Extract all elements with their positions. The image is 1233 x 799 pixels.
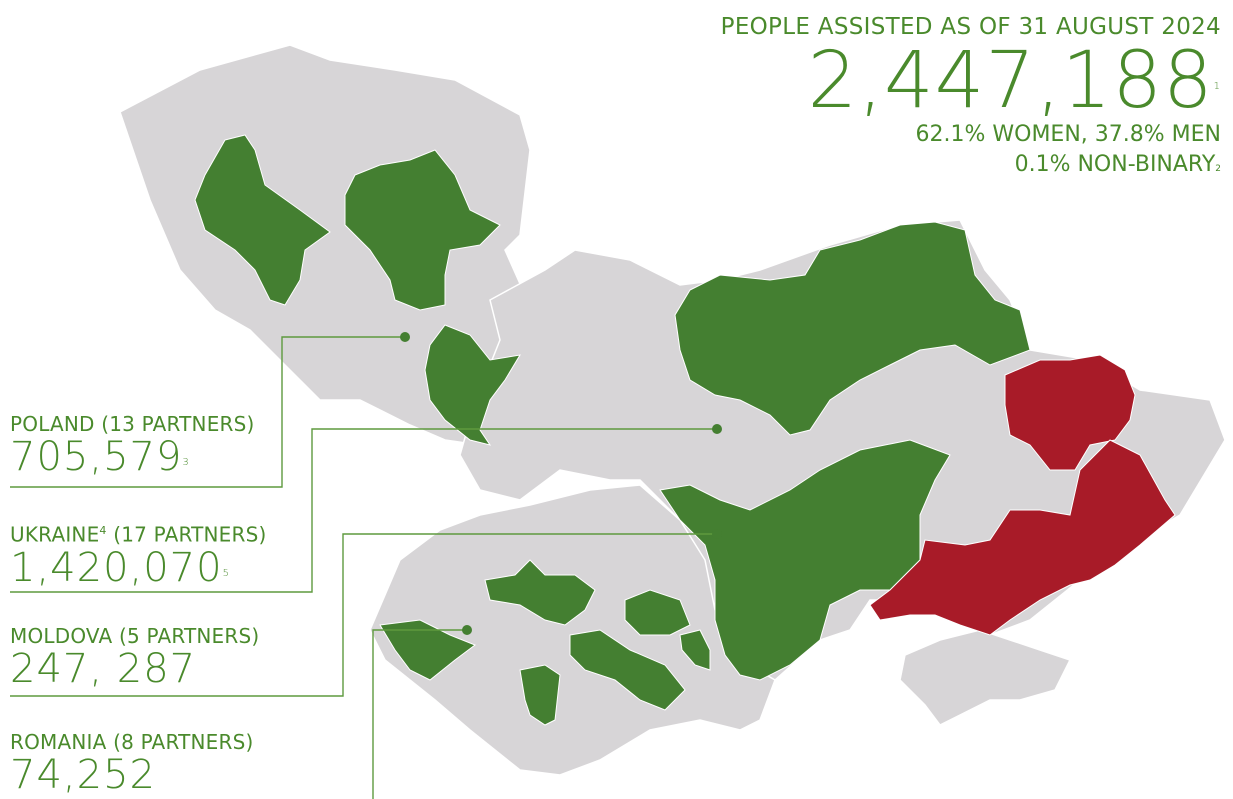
stat-romania-name: ROMANIA — [10, 730, 107, 754]
moldova-marker — [712, 529, 722, 539]
romania-leader-line — [372, 629, 467, 799]
gender-line-2-text: 0.1% NON-BINARY — [1014, 152, 1216, 177]
stat-romania-label: ROMANIA (8 PARTNERS) — [10, 730, 254, 754]
stat-moldova: MOLDOVA (5 PARTNERS) 247, 287 — [10, 624, 259, 690]
headline-label: PEOPLE ASSISTED AS OF 31 AUGUST 2024 — [720, 14, 1221, 40]
stat-poland-label: POLAND (13 PARTNERS) — [10, 412, 255, 436]
headline-block: PEOPLE ASSISTED AS OF 31 AUGUST 2024 2,4… — [721, 12, 1221, 180]
stat-ukraine-label: UKRAINE4 (17 PARTNERS) — [10, 519, 267, 547]
stat-moldova-label: MOLDOVA (5 PARTNERS) — [10, 624, 259, 648]
stat-ukraine: UKRAINE4 (17 PARTNERS) 1,420,0705 — [10, 519, 267, 589]
stat-moldova-partners: (5 PARTNERS) — [118, 624, 260, 648]
stat-poland-number: 705,579 — [10, 434, 183, 480]
stat-romania-value: 74,252 — [10, 752, 156, 798]
total-assisted-value: 2,447,188 — [807, 36, 1214, 126]
stat-poland-partners: (13 PARTNERS) — [101, 412, 255, 436]
romania-region-south — [519, 664, 561, 726]
stat-moldova-name: MOLDOVA — [10, 624, 113, 648]
stat-romania-partners: (8 PARTNERS) — [113, 730, 254, 754]
stat-ukraine-name: UKRAINE — [10, 522, 100, 547]
ukraine-leader-line — [10, 428, 717, 593]
total-footnote: 1 — [1213, 81, 1221, 92]
crimea-shape — [899, 629, 1072, 726]
gender-line-1: 62.1% WOMEN, 37.8% MEN — [915, 122, 1222, 147]
moldova-leader-line — [10, 533, 717, 697]
romania-shape — [369, 484, 776, 776]
ukraine-region-donetsk-zaporizhzhia — [869, 439, 1176, 636]
stat-romania: ROMANIA (8 PARTNERS) 74,252 — [10, 730, 254, 796]
stat-ukraine-number: 1,420,070 — [10, 544, 223, 591]
stat-poland: POLAND (13 PARTNERS) 705,5793 — [10, 412, 255, 478]
romania-marker — [462, 625, 472, 635]
romania-region-northwest — [484, 559, 596, 626]
romania-region-west — [379, 619, 477, 681]
stat-poland-value: 705,5793 — [10, 436, 255, 478]
stat-ukraine-value: 1,420,0705 — [10, 547, 267, 589]
gender-footnote: 2 — [1215, 164, 1221, 174]
stat-poland-name: POLAND — [10, 412, 95, 436]
ukraine-region-east-luhansk — [1004, 354, 1136, 471]
poland-marker — [400, 332, 410, 342]
romania-region-east — [679, 629, 711, 671]
poland-leader-line — [10, 336, 405, 488]
total-assisted: 2,447,1881 — [721, 42, 1221, 120]
poland-region-central — [344, 149, 501, 311]
poland-region-west — [194, 134, 331, 306]
stat-ukraine-name-footnote: 4 — [99, 524, 107, 537]
stat-moldova-value: 247, 287 — [10, 646, 197, 692]
romania-region-north-central — [624, 589, 691, 636]
poland-region-southeast — [424, 324, 521, 446]
stat-ukraine-footnote: 5 — [222, 567, 230, 579]
gender-line-2: 0.1% NON-BINARY2 — [721, 150, 1221, 180]
stat-poland-footnote: 3 — [182, 457, 190, 468]
ukraine-region-north — [674, 221, 1031, 436]
stat-ukraine-partners: (17 PARTNERS) — [113, 522, 267, 547]
ukraine-marker — [712, 424, 722, 434]
romania-region-central — [569, 629, 686, 711]
